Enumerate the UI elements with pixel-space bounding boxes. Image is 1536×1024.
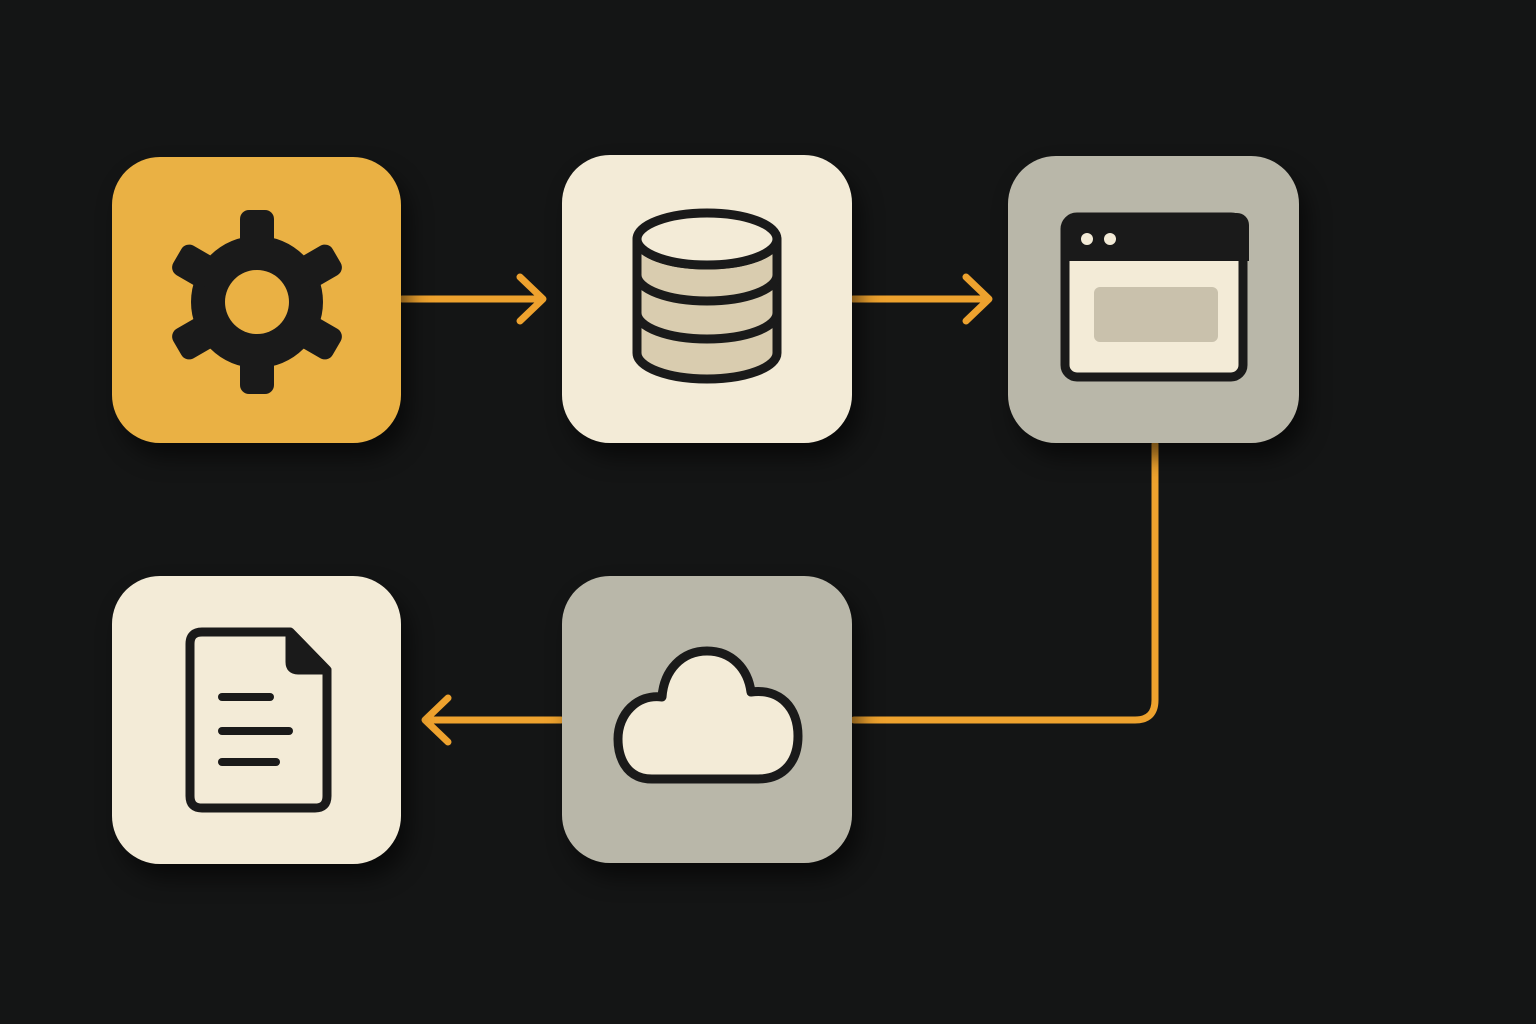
document-icon [185, 627, 332, 813]
gear-icon [172, 210, 342, 394]
database-node[interactable] [562, 155, 852, 443]
connector-window-to-cloud [850, 440, 1159, 724]
arrow-database-to-window [849, 273, 993, 325]
arrow-cloud-to-document [421, 694, 565, 746]
cloud-icon [613, 646, 803, 784]
document-node[interactable] [112, 576, 401, 864]
arrow-settings-to-database [398, 273, 547, 325]
settings-node[interactable] [112, 157, 401, 443]
window-node[interactable] [1008, 156, 1299, 443]
cloud-node[interactable] [562, 576, 852, 863]
database-icon [632, 208, 782, 384]
browser-window-icon [1060, 212, 1249, 382]
